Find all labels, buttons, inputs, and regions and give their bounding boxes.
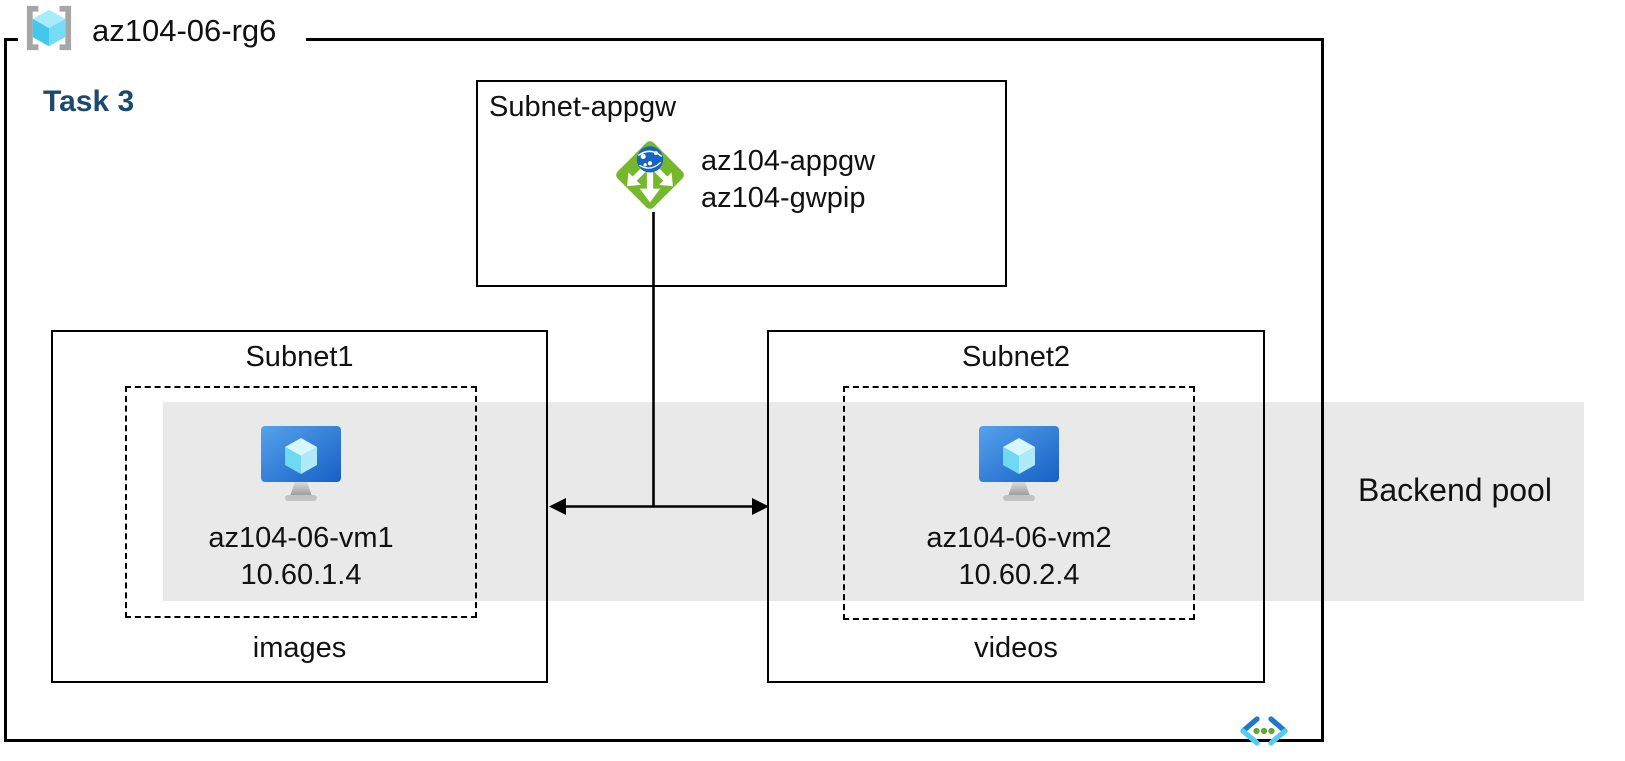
vm1-ip: 10.60.1.4: [240, 559, 362, 591]
subnet2-backend-dashed-box: [843, 386, 1195, 620]
vm2-ip: 10.60.2.4: [958, 559, 1080, 591]
backend-pool-label: Backend pool: [1358, 472, 1552, 508]
resource-group-box: [4, 38, 1324, 742]
subnet1-box: [51, 330, 548, 683]
vm2-name: az104-06-vm2: [926, 522, 1112, 554]
virtual-machine-icon: [977, 424, 1061, 504]
subnet-appgw-box: [476, 80, 1007, 287]
task-label: Task 3: [43, 85, 135, 118]
vm1-name: az104-06-vm1: [208, 522, 394, 554]
subnet1-backend-dashed-box: [125, 386, 477, 618]
virtual-network-icon: [1236, 710, 1292, 752]
virtual-machine-icon: [259, 424, 343, 504]
subnet2-title: Subnet2: [961, 341, 1071, 373]
application-gateway-labels: az104-appgw az104-gwpip: [701, 143, 961, 217]
application-gateway-public-ip: az104-gwpip: [701, 182, 866, 214]
application-gateway-icon: [609, 134, 691, 216]
subnet1-title: Subnet1: [245, 341, 354, 373]
border-gap: [18, 35, 306, 45]
resource-group-icon: [20, 4, 78, 52]
subnet2-content-label: videos: [974, 632, 1058, 664]
subnet1-content-label: images: [252, 632, 347, 664]
vm2-labels: az104-06-vm2 10.60.2.4: [869, 520, 1169, 594]
resource-group-title: az104-06-rg6: [92, 13, 277, 48]
application-gateway-name: az104-appgw: [701, 145, 876, 177]
vm1-labels: az104-06-vm1 10.60.1.4: [151, 520, 451, 594]
subnet-appgw-title: Subnet-appgw: [489, 91, 677, 123]
backend-pool-band: [163, 402, 1584, 601]
